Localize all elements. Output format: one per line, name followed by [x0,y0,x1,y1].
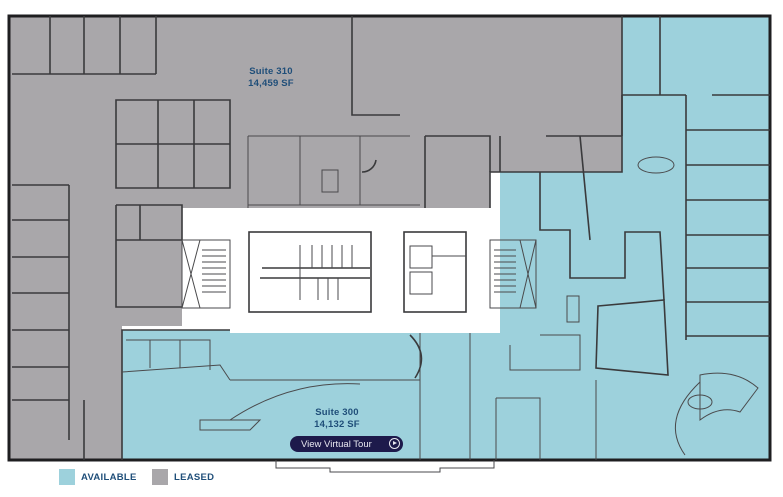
tour-button-label: View Virtual Tour [301,438,372,450]
legend-label-leased: LEASED [174,471,215,483]
legend-label-available: AVAILABLE [81,471,137,483]
legend-item-available: AVAILABLE [59,469,137,485]
suite-310-label: Suite 310 14,459 SF [226,66,316,90]
play-circle-icon [389,438,400,449]
suite-310-area-text: 14,459 SF [248,78,294,89]
leased-swatch [152,469,168,485]
suite-300-name: Suite 300 [315,407,359,418]
suite-300-area[interactable] [122,16,770,460]
legend-item-leased: LEASED [152,469,214,485]
suite-300-area-text: 14,132 SF [314,419,360,430]
suite-310-area[interactable] [9,16,622,460]
available-swatch [59,469,75,485]
view-virtual-tour-button[interactable]: View Virtual Tour [290,436,403,452]
suite-300-label: Suite 300 14,132 SF [292,407,382,431]
suite-310-name: Suite 310 [249,66,293,77]
building-core [182,208,500,333]
